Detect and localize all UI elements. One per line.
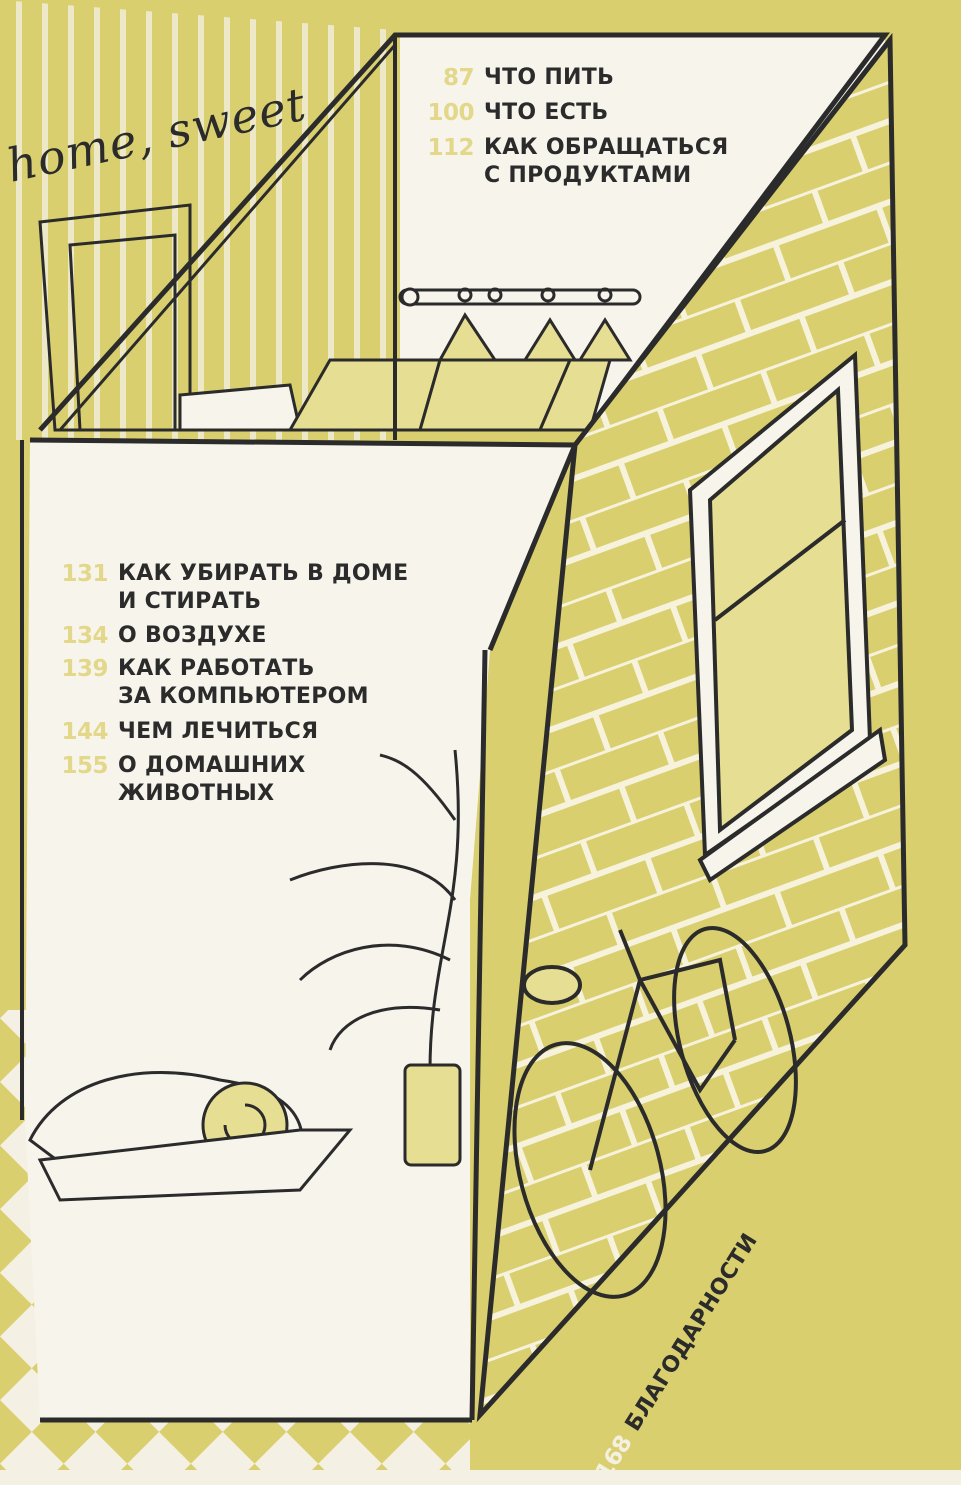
toc-entry[interactable]: 131 КАК УБИРАТЬ В ДОМЕ И СТИРАТЬ [44, 560, 408, 616]
toc-page-number: 134 [61, 623, 108, 649]
toc-page-number: 87 [442, 65, 475, 91]
toc-page-number: 100 [427, 100, 474, 126]
toc-page-number: 131 [61, 561, 108, 587]
bicycle-icon [512, 926, 798, 1299]
toc-title: КАК РАБОТАТЬ ЗА КОМПЬЮТЕРОМ [118, 656, 369, 709]
toc-title: КАК УБИРАТЬ В ДОМЕ И СТИРАТЬ [118, 561, 409, 614]
toc-page-number: 139 [61, 656, 108, 682]
window-icon [687, 350, 888, 883]
toc-page-number: 155 [61, 753, 108, 779]
shelf-boxes [178, 358, 612, 432]
striped-wall [0, 0, 395, 440]
toc-entry[interactable]: 144 ЧЕМ ЛЕЧИТЬСЯ [44, 718, 318, 746]
toc-title: ЧЕМ ЛЕЧИТЬСЯ [118, 719, 319, 744]
toc-entry[interactable]: 155 О ДОМАШНИХ ЖИВОТНЫХ [44, 752, 306, 808]
toc-title: ЧТО ЕСТЬ [484, 100, 609, 125]
floor-rug [37, 1128, 354, 1202]
plant-icon [289, 749, 462, 1167]
toc-entry[interactable]: 134 О ВОЗДУХЕ [44, 622, 267, 650]
toc-page-number: 144 [61, 719, 108, 745]
brick-wall [476, 32, 908, 1423]
toc-entry[interactable]: 100 ЧТО ЕСТЬ [410, 99, 609, 127]
toc-title: О ДОМАШНИХ ЖИВОТНЫХ [118, 753, 306, 806]
toc-entry[interactable]: 139 КАК РАБОТАТЬ ЗА КОМПЬЮТЕРОМ [44, 655, 369, 711]
clothes-rail-icon [398, 287, 642, 362]
toc-entry[interactable]: 112 КАК ОБРАЩАТЬСЯ С ПРОДУКТАМИ [410, 134, 729, 190]
toc-page-number: 112 [427, 135, 474, 161]
toc-title: О ВОЗДУХЕ [118, 623, 267, 648]
toc-entry[interactable]: 87 ЧТО ПИТЬ [410, 64, 614, 92]
house-roof-edge [38, 32, 891, 442]
toc-title: КАК ОБРАЩАТЬСЯ С ПРОДУКТАМИ [484, 135, 729, 188]
toc-title: ЧТО ПИТЬ [484, 65, 615, 90]
